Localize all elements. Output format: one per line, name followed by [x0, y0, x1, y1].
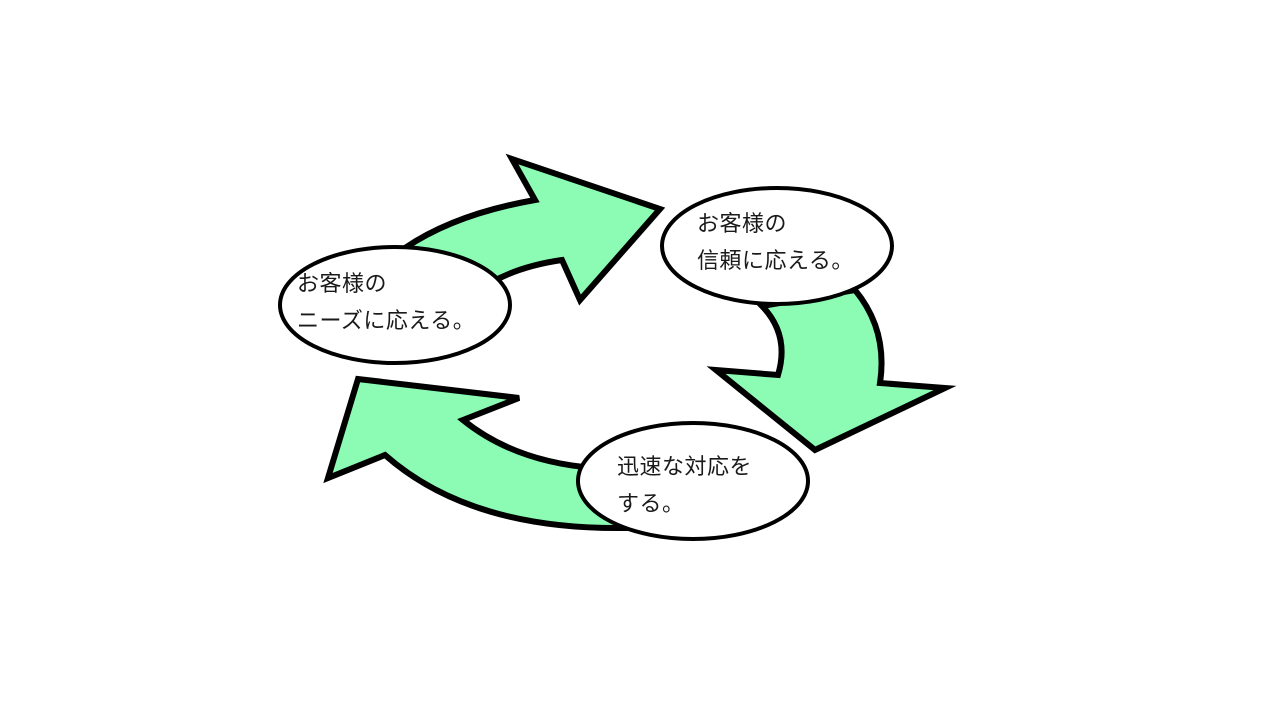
arrow-response-to-needs [323, 375, 630, 532]
arrow-trust-to-response [706, 286, 957, 454]
node-needs-line-2: ニーズに応える。 [297, 309, 476, 334]
node-response-line-1: 迅速な対応を [617, 455, 753, 480]
node-needs-bubble [278, 245, 512, 365]
node-response-line-2: する。 [617, 492, 685, 517]
node-trust-line-2: 信頼に応える。 [697, 249, 854, 274]
node-trust-label: お客様の 信頼に応える。 [697, 206, 854, 280]
node-trust-bubble [660, 186, 894, 306]
node-trust-line-1: お客様の [697, 212, 788, 237]
node-response-bubble [576, 421, 810, 541]
node-response-label: 迅速な対応を する。 [617, 449, 752, 523]
node-needs-line-1: お客様の [297, 272, 388, 297]
node-needs-label: お客様の ニーズに応える。 [297, 266, 475, 340]
